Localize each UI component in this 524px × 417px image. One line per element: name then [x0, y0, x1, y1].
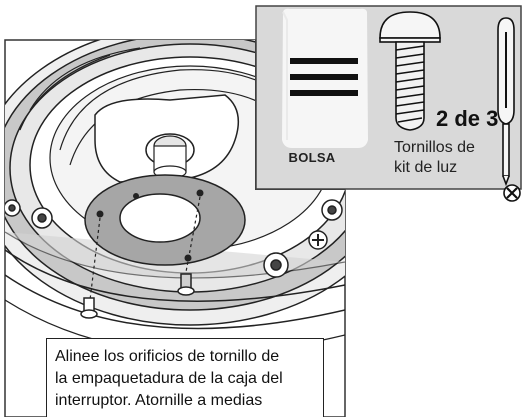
phillips-head-icon [503, 184, 521, 202]
screwdriver-icon [497, 17, 515, 187]
motor-housing [5, 40, 345, 355]
bag-label: BOLSA [288, 150, 336, 165]
screw-icon [379, 11, 441, 131]
screw-count: 2 de 3 [436, 106, 499, 131]
switch-housing-gasket [84, 174, 246, 266]
screw-name-line: Tornillos de [394, 139, 475, 156]
screw-name: Tornillos de kit de luz [394, 138, 494, 178]
instruction-box: Alinee los orificios de tornillo de la e… [46, 338, 324, 417]
housing-screws [5, 199, 343, 278]
instruction-line: Alinee los orificios de tornillo de [55, 348, 280, 365]
screw-name-line: kit de luz [394, 159, 458, 176]
inserted-screws [80, 273, 195, 319]
instruction-line: la empaquetadura de la caja del [55, 370, 283, 387]
bag-icon [282, 8, 368, 148]
instruction-line: interruptor. Atornille a medias [55, 392, 263, 409]
